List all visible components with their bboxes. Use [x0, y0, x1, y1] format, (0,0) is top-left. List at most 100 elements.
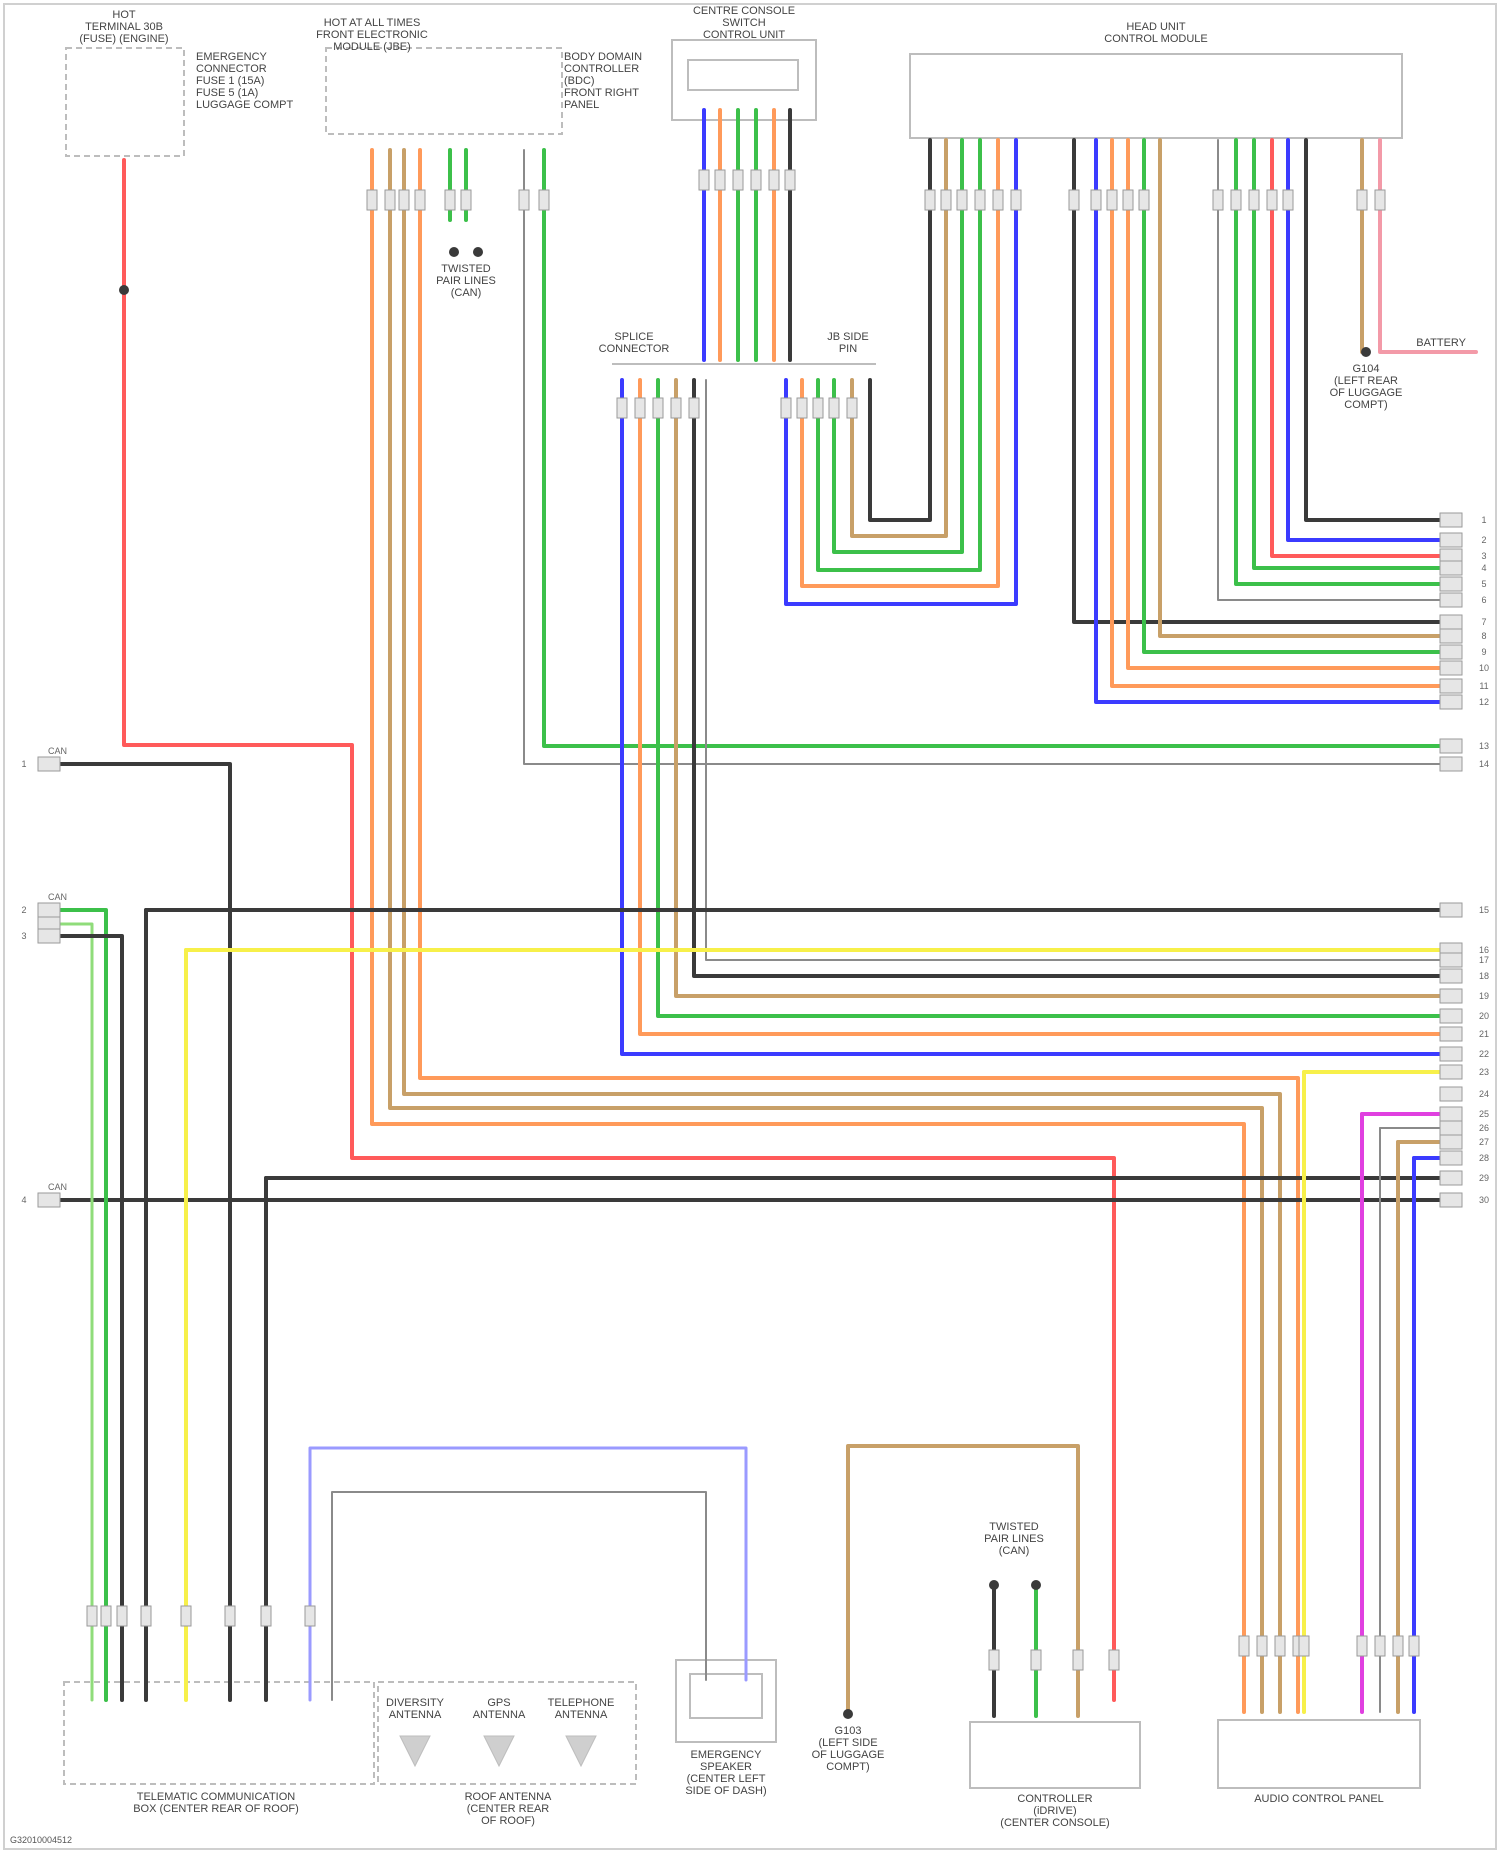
- left-bus-label: CAN: [48, 892, 67, 902]
- pin: [1357, 190, 1367, 210]
- label-line: ROOF ANTENNA: [465, 1791, 552, 1803]
- pin: [1440, 1151, 1462, 1165]
- label-line: OF ROOF): [481, 1815, 535, 1827]
- pin: [785, 170, 795, 190]
- pin: [1357, 1636, 1367, 1656]
- pin: [225, 1606, 235, 1626]
- pin: [1440, 593, 1462, 607]
- pin-number: 2: [1481, 535, 1486, 545]
- pin: [653, 398, 663, 418]
- pin: [385, 190, 395, 210]
- label-line: SPLICE: [614, 331, 653, 343]
- label-line: TERMINAL 30B: [85, 21, 163, 33]
- label-line: CONNECTOR: [196, 63, 267, 75]
- pin: [941, 190, 951, 210]
- label-line: (iDRIVE): [1033, 1805, 1076, 1817]
- pin: [769, 170, 779, 190]
- pin: [1440, 645, 1462, 659]
- pin-number: 25: [1479, 1109, 1489, 1119]
- twisted-dot: [989, 1580, 999, 1590]
- label-line: OF LUGGAGE: [812, 1749, 885, 1761]
- pin-number: 28: [1479, 1153, 1489, 1163]
- label-line: FRONT ELECTRONIC: [316, 29, 428, 41]
- pin: [715, 170, 725, 190]
- pin: [1069, 190, 1079, 210]
- label-line: ANTENNA: [473, 1709, 526, 1721]
- label-module-emergency: EMERGENCYSPEAKER(CENTER LEFTSIDE OF DASH…: [685, 1749, 766, 1797]
- label-line: ANTENNA: [555, 1709, 608, 1721]
- label-line: TWISTED: [989, 1521, 1039, 1533]
- pin: [847, 398, 857, 418]
- twisted-dot: [449, 247, 459, 257]
- pin: [1409, 1636, 1419, 1656]
- pin: [1257, 1636, 1267, 1656]
- pin: [181, 1606, 191, 1626]
- pin: [1275, 1636, 1285, 1656]
- label-line: HEAD UNIT: [1126, 21, 1186, 33]
- pin: [305, 1606, 315, 1626]
- label-line: FRONT RIGHT: [564, 87, 639, 99]
- pin: [261, 1606, 271, 1626]
- label-line: MODULE (JBE): [333, 41, 411, 53]
- pin-number: 6: [1481, 595, 1486, 605]
- label-line: (CENTER REAR: [467, 1803, 550, 1815]
- pin-number: 21: [1479, 1029, 1489, 1039]
- pin: [1440, 629, 1462, 643]
- pin-number: 22: [1479, 1049, 1489, 1059]
- label-line: TELEMATIC COMMUNICATION: [137, 1791, 296, 1803]
- ground-bottom-dot: [843, 1709, 853, 1719]
- label-line: (FUSE) (ENGINE): [79, 33, 168, 45]
- label-line: PAIR LINES: [436, 275, 496, 287]
- pin: [993, 190, 1003, 210]
- label-line: CONTROL MODULE: [1104, 33, 1208, 45]
- pin: [1440, 1135, 1462, 1149]
- label-line: CONNECTOR: [599, 343, 670, 355]
- pin: [1393, 1636, 1403, 1656]
- pin-number: 14: [1479, 759, 1489, 769]
- pin-number: 24: [1479, 1089, 1489, 1099]
- label-line: PAIR LINES: [984, 1533, 1044, 1545]
- pin: [671, 398, 681, 418]
- left-pin-number: 4: [21, 1195, 26, 1205]
- pin: [117, 1606, 127, 1626]
- pin-number: 8: [1481, 631, 1486, 641]
- label-line: SIDE OF DASH): [685, 1785, 766, 1797]
- twisted-dot: [1031, 1580, 1041, 1590]
- pin: [733, 170, 743, 190]
- label-line: (LEFT SIDE: [818, 1737, 877, 1749]
- pin: [1375, 190, 1385, 210]
- pin: [1440, 1009, 1462, 1023]
- pin-number: 12: [1479, 697, 1489, 707]
- label-line: JB SIDE: [827, 331, 869, 343]
- pin: [1375, 1636, 1385, 1656]
- pin-number: 27: [1479, 1137, 1489, 1147]
- pin: [1440, 679, 1462, 693]
- pin: [1440, 1087, 1462, 1101]
- pin: [635, 398, 645, 418]
- pin: [1299, 1636, 1309, 1656]
- pin-number: 20: [1479, 1011, 1489, 1021]
- pin-number: 15: [1479, 905, 1489, 915]
- pin: [38, 929, 60, 943]
- pin: [699, 170, 709, 190]
- left-pin-number: 1: [21, 759, 26, 769]
- pin-number: 26: [1479, 1123, 1489, 1133]
- pin-number: 4: [1481, 563, 1486, 573]
- label-line: G104: [1353, 363, 1380, 375]
- pin: [1267, 190, 1277, 210]
- pin: [1107, 190, 1117, 210]
- pin: [1440, 1171, 1462, 1185]
- label-module-audio: AUDIO CONTROL PANEL: [1254, 1793, 1384, 1805]
- pin-number: 3: [1481, 551, 1486, 561]
- pin: [445, 190, 455, 210]
- label-line: HOT: [112, 9, 136, 21]
- pin: [539, 190, 549, 210]
- twisted-dot: [473, 247, 483, 257]
- label-line: SPEAKER: [700, 1761, 752, 1773]
- pin: [1440, 513, 1462, 527]
- pin: [617, 398, 627, 418]
- label-line: (CAN): [999, 1545, 1030, 1557]
- pin: [1440, 1107, 1462, 1121]
